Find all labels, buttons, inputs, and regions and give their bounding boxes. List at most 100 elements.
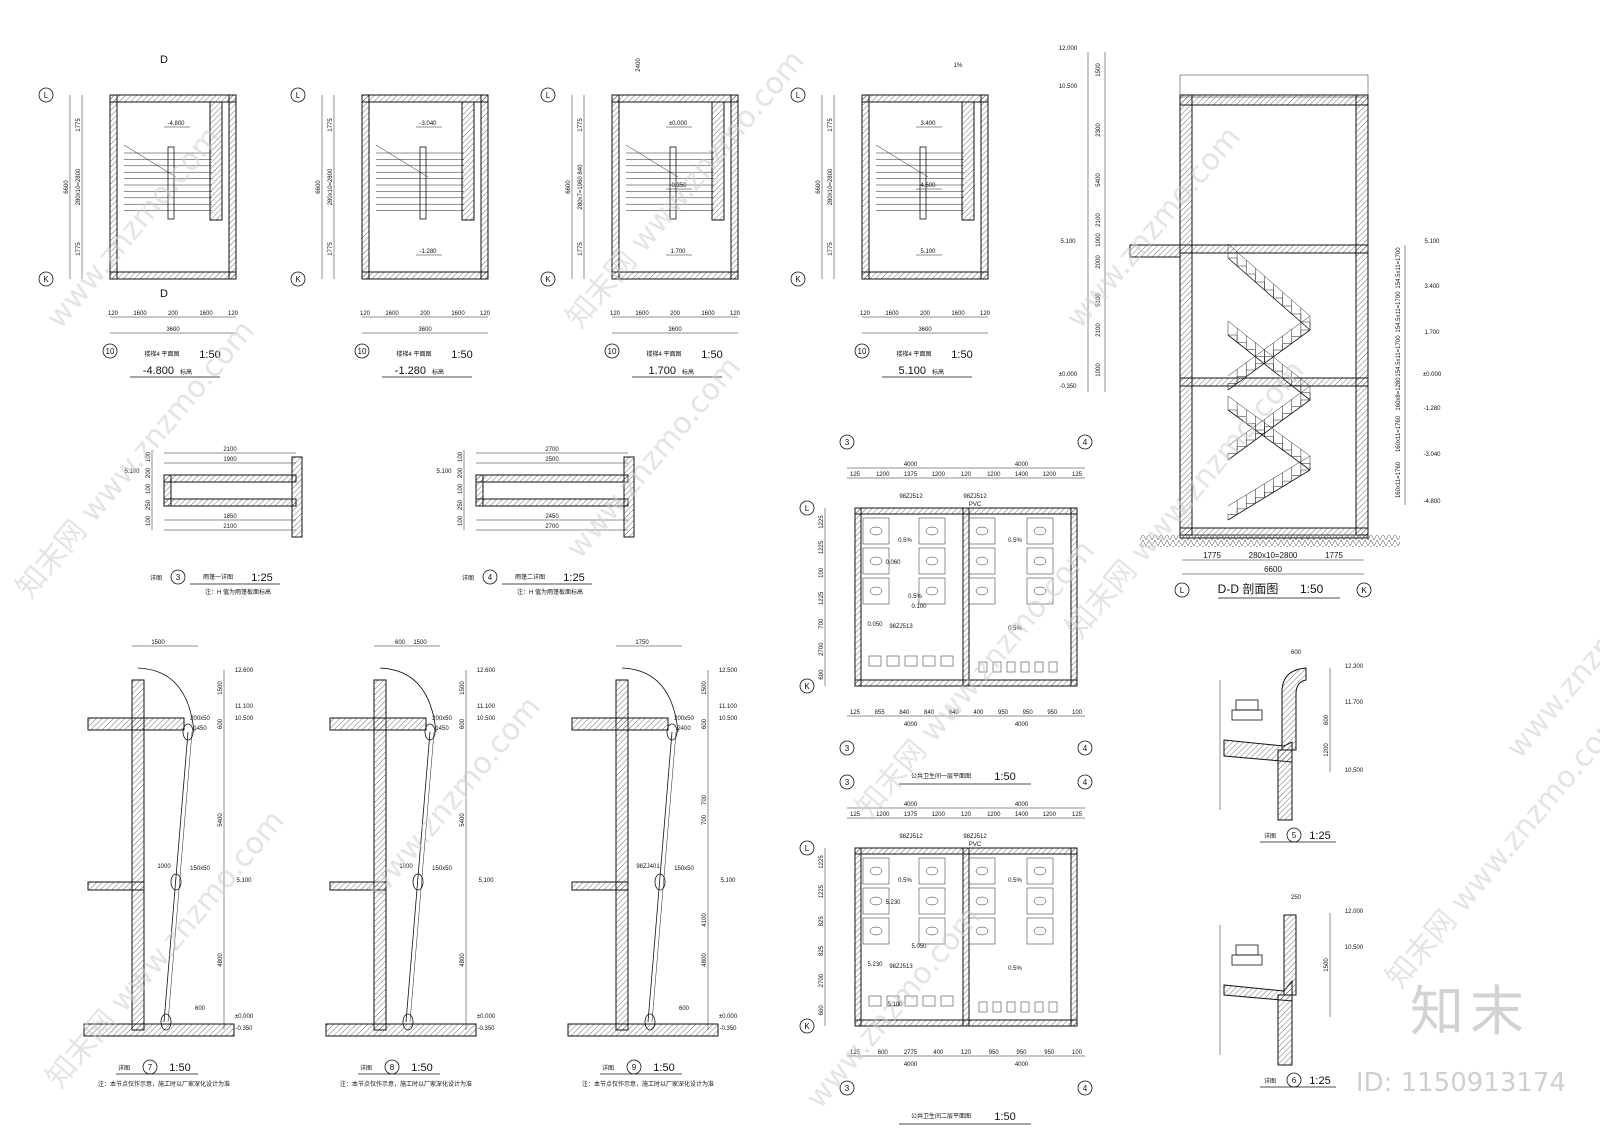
stair-plan-title: 楼梯4 平面图	[144, 350, 179, 358]
toilet-dim-bottom: 950	[1047, 710, 1058, 716]
stair-dim-overall: 6600	[316, 180, 322, 194]
wall-anchor-top	[424, 723, 436, 741]
wall-dim-top: 1500	[151, 640, 165, 646]
dd-left-dim: 2100	[1096, 323, 1102, 337]
canopy-dim-side: 100	[146, 451, 152, 462]
toilet-fixture	[925, 526, 939, 536]
parapet-tile-2	[1235, 699, 1259, 711]
stair-plan-level: 5.100	[898, 365, 926, 377]
stair-roof-slope: 1%	[954, 63, 963, 69]
wall-detail-num: 7	[148, 1063, 153, 1072]
toilet-dim-bottom: 125	[850, 1050, 861, 1056]
dd-left-dim: 1000	[1096, 363, 1102, 377]
canopy-slab	[475, 474, 629, 483]
stair-inner-wall	[209, 101, 223, 221]
watermark-text: www.znzmo.com	[799, 900, 988, 1115]
wall-floor-slab	[87, 881, 145, 891]
stair-break-line	[123, 144, 177, 178]
toilet-dim-top: 1375	[904, 812, 918, 818]
canopy-level: 5.100	[436, 469, 452, 475]
stair-axis-bottom-bubble	[540, 271, 556, 287]
wall-dim-side: 5400	[460, 813, 466, 827]
toilet-stall	[1026, 917, 1054, 945]
wall-floor-slab	[329, 881, 387, 891]
toilet-dim-side: 100	[819, 567, 825, 578]
watermark-text: 知末网 www.znzmo.com	[39, 804, 291, 1095]
dd-right-level: -3.040	[1423, 452, 1441, 458]
dd-left-dim: 1500	[1096, 63, 1102, 77]
parapet-scale: 1:25	[1309, 830, 1330, 842]
parapet-wall-lower	[1277, 749, 1293, 821]
stair-break-line	[875, 144, 929, 178]
toilet-fixture	[1033, 586, 1047, 596]
toilet-axis-left-bottom-bubble	[839, 740, 855, 756]
toilet-dim-side: 1225	[819, 515, 825, 529]
toilet-fixture	[975, 586, 989, 596]
parapet-curved-cap	[1281, 667, 1307, 751]
wall-detail-note: 注：本节点仅作示意，施工时以厂家深化设计为准	[98, 1080, 230, 1088]
wall-dim-side: 700	[702, 794, 708, 805]
toilet-dim-bottom-total: 4000	[904, 722, 918, 728]
canopy-dim-side: 200	[458, 467, 464, 478]
toilet-level: 0.100	[911, 604, 927, 610]
stair-dim-side-1: 1775	[828, 118, 834, 132]
toilet-dim-bottom: 950	[989, 1050, 1000, 1056]
stair-wall-top	[611, 94, 739, 103]
stair-axis-top-bubble	[38, 87, 54, 103]
section-canopy	[1129, 244, 1181, 258]
stair-dim-side-3: 1775	[76, 242, 82, 256]
stair-axis-top: L	[546, 91, 551, 100]
stair-handrail-core	[419, 146, 427, 220]
wall-detail-note: 注：本节点仅作示意，施工时以厂家深化设计为准	[340, 1080, 472, 1088]
section-stair-flights	[1227, 243, 1311, 521]
wall-level: 12.600	[235, 668, 254, 674]
toilet-slope: 0.5%	[1008, 538, 1022, 544]
wall-dim-side: 1500	[460, 681, 466, 695]
toilet-dim-bottom: 950	[1023, 710, 1034, 716]
dd-right-dim: 154.5x11=1700	[1396, 335, 1402, 377]
parapet-tile	[1231, 954, 1263, 966]
canopy-dim-side: 100	[458, 483, 464, 494]
toilet-dim-bottom: 950	[1016, 1050, 1027, 1056]
wall-dim-side: 600	[460, 718, 466, 729]
stair-spot-level: -1.280	[419, 249, 437, 255]
toilet-dim-top: 1400	[1015, 812, 1029, 818]
wall-level: 12.500	[719, 668, 738, 674]
toilet-stall	[918, 887, 946, 915]
toilet-slope: 0.5%	[908, 594, 922, 600]
wall-dim-side: 4800	[460, 953, 466, 967]
stair-plan-level-suffix: 标高	[432, 368, 444, 376]
stair-plan-4: 3.4005.1004.60066001775280x10=28001775LK…	[790, 63, 991, 378]
toilet-urinal	[992, 661, 1002, 673]
toilet-dim-side: 1225	[819, 855, 825, 869]
dd-right-dim: 160x11=1760	[1396, 415, 1402, 452]
stair-plan-level: 1.700	[648, 365, 676, 377]
toilet-fixture	[925, 896, 939, 906]
stair-axis-left: 10	[858, 347, 867, 356]
toilet-dim-top: 125	[850, 472, 861, 478]
toilet-urinal	[1034, 1001, 1044, 1013]
canopy-name: 雨篷二详图	[515, 573, 545, 581]
toilet-level: 5.050	[911, 944, 927, 950]
stair-plan-title: 楼梯4 平面图	[646, 350, 681, 358]
canopy-name: 雨篷一详图	[203, 573, 233, 581]
toilet-plan-scale: 1:50	[994, 771, 1015, 783]
toilet-level: 5.230	[885, 900, 901, 906]
stair-rail	[1227, 395, 1311, 457]
stair-dim-part: 1600	[451, 311, 465, 317]
wall-dim-side: 600	[218, 718, 224, 729]
toilet-axis-right-bottom-bubble	[1077, 1080, 1093, 1096]
wall-detail-scale: 1:50	[653, 1062, 674, 1074]
toilet-dim-top: 1200	[932, 472, 946, 478]
toilet-fixture	[869, 586, 883, 596]
toilet-dim-total: 4000	[1015, 462, 1029, 468]
dd-bottom-total: 6600	[1264, 565, 1282, 574]
toilet-dim-top: 1200	[987, 472, 1001, 478]
wall-level: 11.100	[235, 704, 254, 710]
dd-left-dim: 1000	[1096, 233, 1102, 247]
canopy-dim-top-2: 1900	[223, 457, 237, 463]
toilet-fixture	[975, 896, 989, 906]
dd-right-dims: 154.5x11=1700154.5x11=1700154.5x11=17001…	[1396, 247, 1402, 498]
